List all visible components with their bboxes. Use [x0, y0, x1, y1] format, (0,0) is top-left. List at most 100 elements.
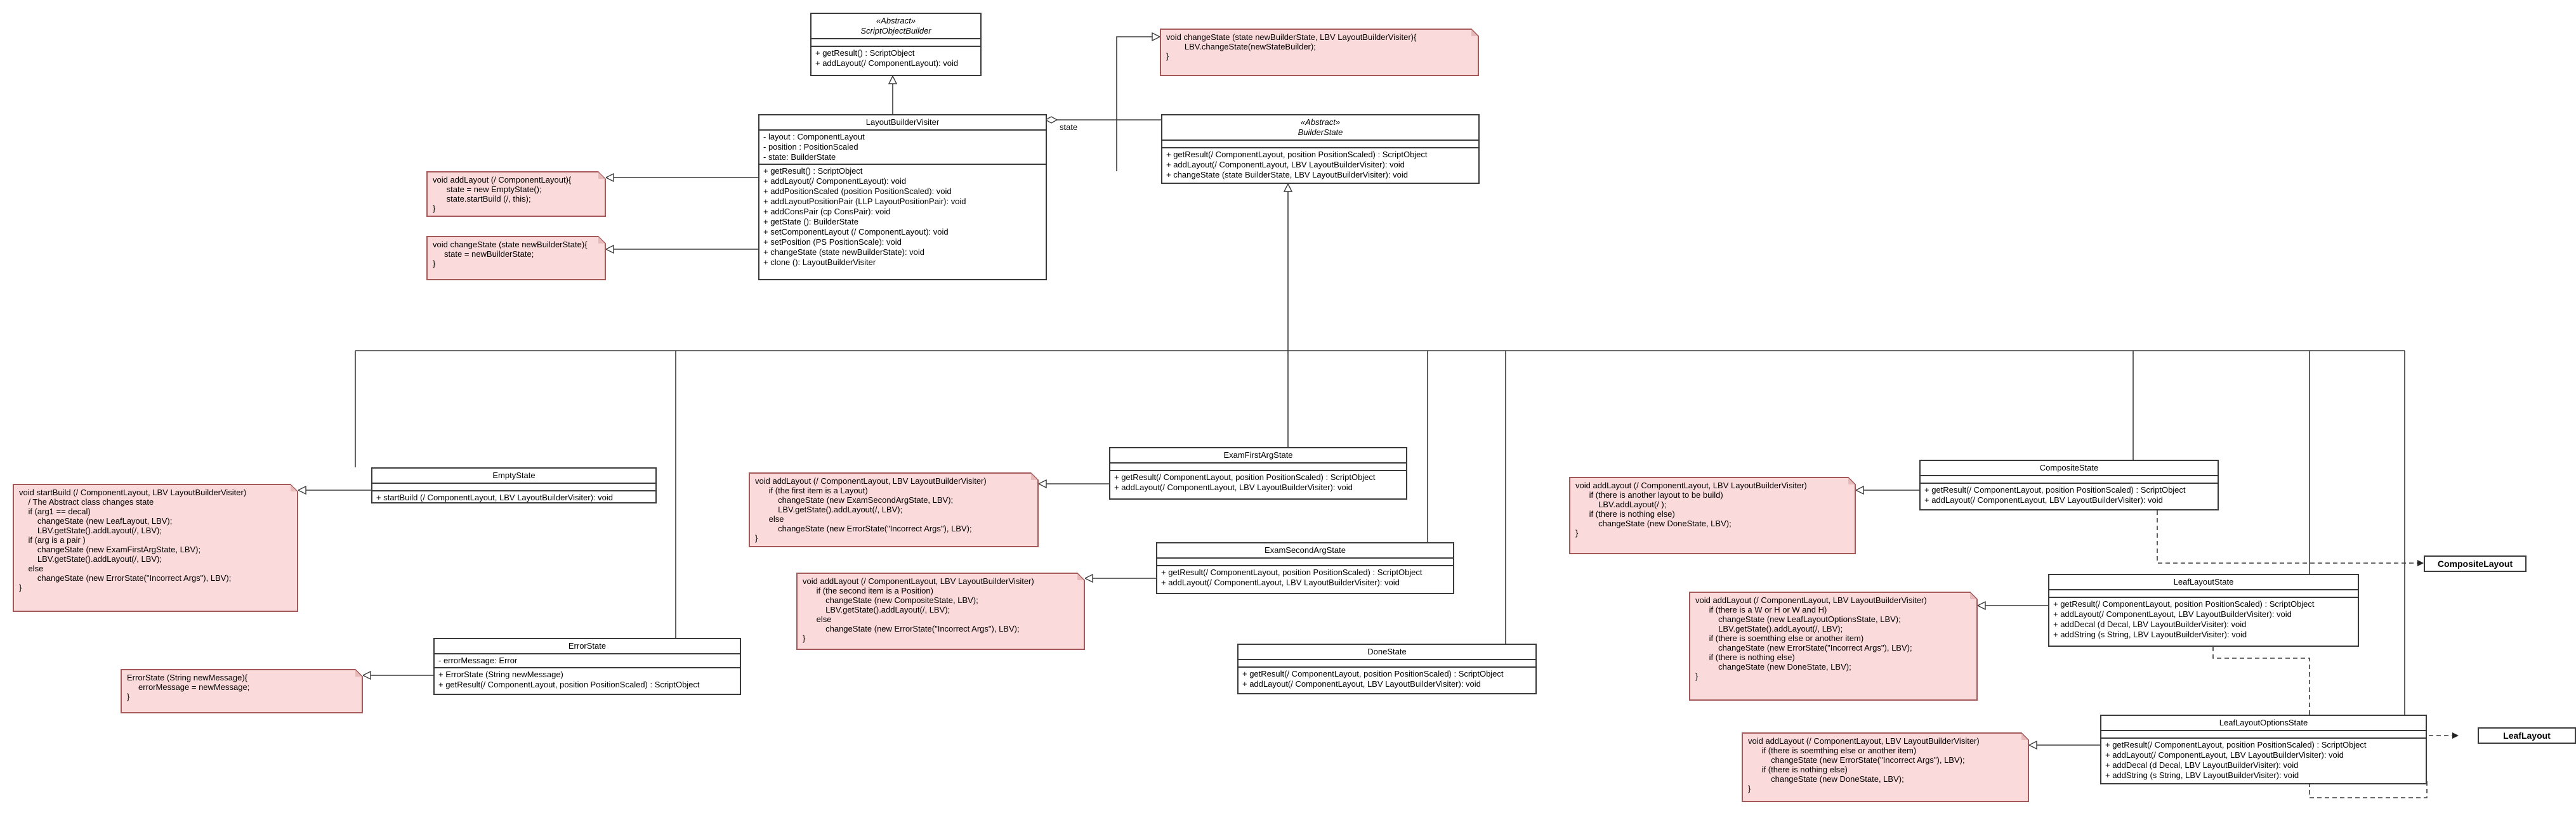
note-link-changestate-builder: [1116, 37, 1160, 171]
class-methods: + ErrorState (String newMessage)+ getRes…: [435, 668, 740, 691]
class-attributes: [1157, 559, 1453, 566]
class-method: + getResult(/ ComponentLayout, position …: [1166, 150, 1428, 159]
note-line: }: [1748, 784, 1751, 793]
dep-leaf-layout-2: [2309, 736, 2428, 798]
dep-leaf-layout-1: [2212, 647, 2459, 739]
class-stereotype: «Abstract»: [1300, 117, 1341, 127]
class-method: + addLayout(/ ComponentLayout, LBV Layou…: [2053, 609, 2292, 619]
note-line: if (there is soemthing else or another i…: [1695, 633, 1864, 643]
note-line: }: [433, 259, 436, 268]
class-method: + getResult(/ ComponentLayout, position …: [1924, 485, 2186, 495]
class-attributes: [1239, 660, 1535, 668]
dep-composite-layout: [2157, 510, 2424, 566]
note-line: changeState (new ExamSecondArgState, LBV…: [755, 495, 954, 505]
class-header: EmptyState: [372, 469, 655, 484]
class-name: LayoutBuilderVisiter: [865, 117, 940, 127]
note-line: if (the second item is a Position): [803, 586, 933, 595]
class-header: ExamSecondArgState: [1157, 543, 1453, 559]
note-line: }: [19, 583, 22, 592]
class-method: + addString (s String, LBV LayoutBuilder…: [2053, 630, 2247, 639]
note-line: / The Abstract class changes state: [19, 497, 154, 507]
class-attributes: - errorMessage: Error: [435, 654, 740, 668]
note-errorstate-ctor: ErrorState (String newMessage){ errorMes…: [121, 669, 363, 713]
note-line: if (there is nothing else): [1695, 652, 1795, 662]
note-line: changeState (new ExamFirstArgState, LBV)…: [19, 545, 201, 554]
class-name: ExamFirstArgState: [1223, 450, 1293, 460]
note-startbuild: void startBuild (/ ComponentLayout, LBV …: [13, 484, 298, 612]
class-attributes: - layout : ComponentLayout- position : P…: [759, 131, 1046, 165]
note-line: changeState (new DoneState, LBV);: [1695, 662, 1851, 672]
class-method: + getResult(/ ComponentLayout, position …: [438, 680, 700, 689]
class-methods: + getResult() : ScriptObject+ addLayout(…: [812, 47, 980, 70]
class-method: + setComponentLayout (/ ComponentLayout)…: [763, 227, 949, 237]
note-line: void changeState (state newBuilderState,…: [1166, 32, 1417, 42]
note-line: state.startBuild (/, this);: [433, 194, 531, 204]
class-header: LayoutBuilderVisiter: [759, 115, 1046, 131]
note-line: if (there is soemthing else or another i…: [1748, 746, 1917, 755]
note-line: changeState (new DoneState, LBV);: [1748, 774, 1904, 784]
class-name: CompositeState: [2039, 463, 2099, 472]
note-line: changeState (new ErrorState("Incorrect A…: [755, 524, 972, 533]
note-changestate-builder: void changeState (state newBuilderState,…: [1160, 29, 1479, 76]
note-compositestate: void addLayout (/ ComponentLayout, LBV L…: [1569, 477, 1856, 554]
ref-compositelayout: CompositeLayout: [2424, 555, 2527, 572]
note-line: void startBuild (/ ComponentLayout, LBV …: [19, 488, 247, 497]
note-examfirst: void addLayout (/ ComponentLayout, LBV L…: [749, 472, 1039, 547]
class-name: ErrorState: [568, 641, 607, 651]
note-line: LBV.getState().addLayout(/, LBV);: [755, 505, 903, 514]
ref-leaflayout: LeafLayout: [2478, 727, 2576, 744]
note-line: LBV.getState().addLayout(/, LBV);: [803, 605, 950, 614]
class-method: + getResult() : ScriptObject: [815, 48, 915, 58]
class-method: + addPositionScaled (position PositionSc…: [763, 186, 952, 196]
note-line: void addLayout (/ ComponentLayout){: [433, 175, 572, 185]
class-methods: + getResult(/ ComponentLayout, position …: [1162, 148, 1478, 181]
class-methods: + getResult(/ ComponentLayout, position …: [1110, 471, 1406, 494]
class-attributes: [1921, 476, 2218, 484]
class-name: LeafLayoutOptionsState: [2219, 718, 2308, 727]
class-method: + addLayout(/ ComponentLayout, LBV Layou…: [1161, 578, 1400, 587]
class-method: + clone (): LayoutBuilderVisiter: [763, 257, 876, 267]
note-line: if (there is nothing else): [1748, 765, 1848, 774]
class-method: + addLayout(/ ComponentLayout, LBV Layou…: [1924, 495, 2163, 505]
note-addlayout-visiter: void addLayout (/ ComponentLayout){ stat…: [426, 171, 606, 217]
note-line: LBV.addLayout(/ );: [1575, 500, 1667, 509]
class-errorstate: ErrorState - errorMessage: Error+ ErrorSt…: [433, 638, 741, 695]
class-header: ExamFirstArgState: [1110, 448, 1406, 464]
class-method: + changeState (state newBuilderState): v…: [763, 247, 925, 257]
class-name: ScriptObjectBuilder: [860, 26, 931, 36]
note-line: }: [1695, 672, 1699, 681]
class-compositestate: CompositeState + getResult(/ ComponentLay…: [1919, 460, 2219, 510]
class-attribute: - position : PositionScaled: [763, 142, 858, 152]
class-header: CompositeState: [1921, 461, 2218, 476]
class-header: LeafLayoutOptionsState: [2101, 716, 2426, 731]
class-name: BuilderState: [1298, 127, 1343, 137]
class-method: + getResult(/ ComponentLayout, position …: [2053, 599, 2315, 609]
class-method: + addLayout(/ ComponentLayout, LBV Layou…: [2105, 750, 2344, 760]
note-examsecond: void addLayout (/ ComponentLayout, LBV L…: [796, 573, 1085, 650]
note-line: }: [1575, 528, 1579, 538]
class-methods: + getResult(/ ComponentLayout, position …: [1239, 668, 1535, 691]
class-methods: + getResult(/ ComponentLayout, position …: [2049, 598, 2358, 641]
note-line: }: [433, 204, 436, 213]
association-state-label: state: [1060, 122, 1078, 132]
class-name: EmptyState: [492, 471, 536, 480]
class-methods: + getResult(/ ComponentLayout, position …: [2101, 739, 2426, 782]
note-line: state = newBuilderState;: [433, 249, 534, 259]
note-line: }: [127, 692, 130, 701]
note-line: changeState (new ErrorState("Incorrect A…: [19, 573, 232, 583]
note-line: changeState (new ErrorState("Incorrect A…: [1695, 643, 1912, 652]
class-method: + addDecal (d Decal, LBV LayoutBuilderVi…: [2105, 760, 2299, 770]
note-line: changeState (new LeafLayoutOptionsState,…: [1695, 614, 1901, 624]
note-line: }: [755, 533, 758, 543]
note-line: state = new EmptyState();: [433, 185, 542, 194]
note-line: ErrorState (String newMessage){: [127, 673, 248, 682]
class-method: + addLayout(/ ComponentLayout, LBV Layou…: [1114, 483, 1353, 492]
class-method: + startBuild (/ ComponentLayout, LBV Lay…: [376, 493, 613, 502]
class-builderstate: «Abstract»BuilderState + getResult(/ Comp…: [1161, 114, 1480, 184]
class-leaflayoutoptionsstate: LeafLayoutOptionsState + getResult(/ Comp…: [2100, 715, 2427, 784]
class-attributes: [2101, 731, 2426, 739]
note-line: if (there is another layout to be build): [1575, 490, 1723, 500]
class-examsecondargstate: ExamSecondArgState+ getResult(/ Componen…: [1156, 542, 1454, 594]
note-line: }: [1166, 51, 1169, 61]
